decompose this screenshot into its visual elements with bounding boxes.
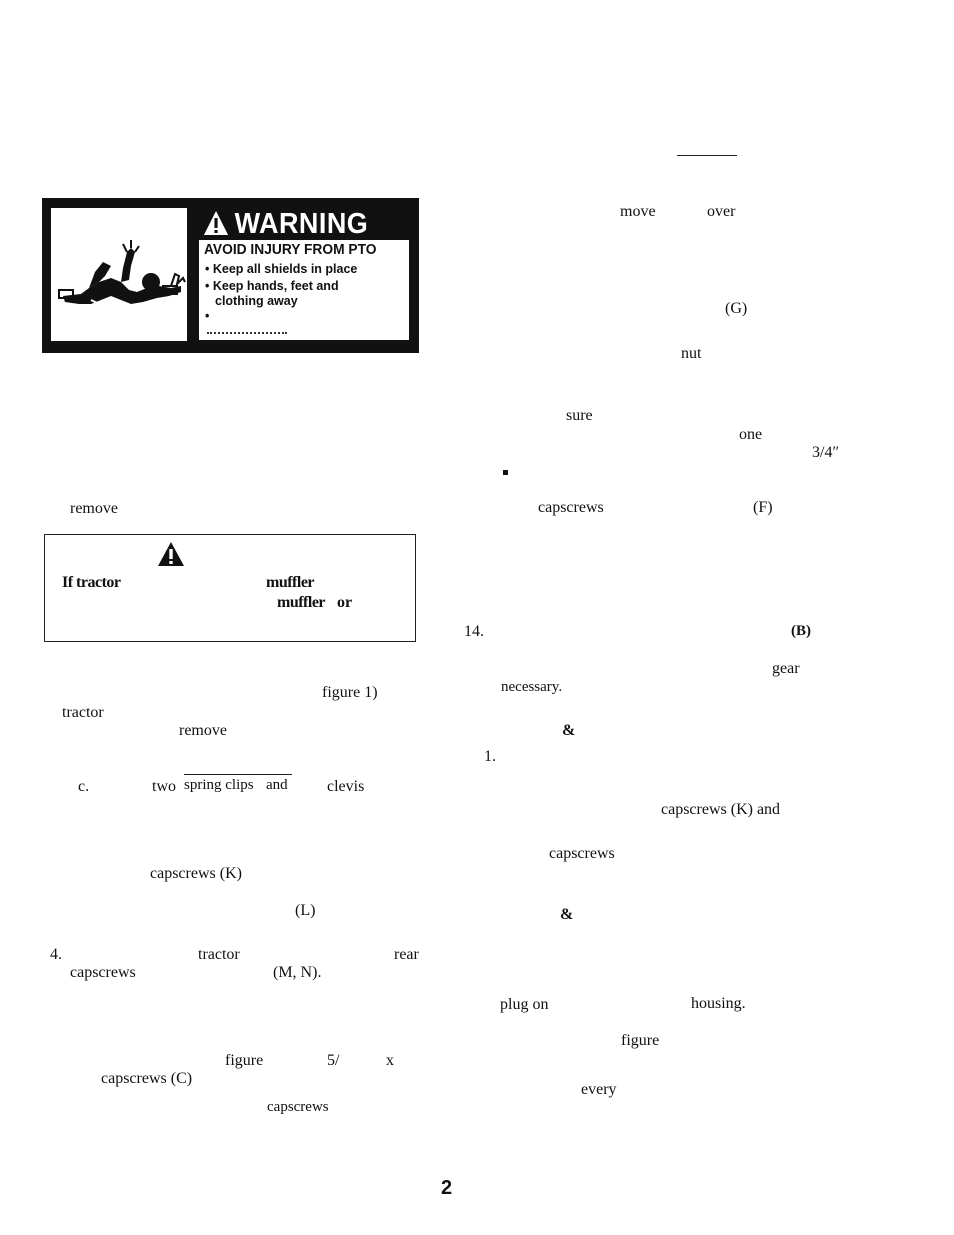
word-capscrews: capscrews xyxy=(538,499,604,516)
step-14: 14. xyxy=(464,623,484,640)
caution-text: If tractor xyxy=(62,574,121,591)
ref-f: (F) xyxy=(753,499,773,516)
word-rear: rear xyxy=(394,946,419,963)
word-necessary: necessary. xyxy=(501,679,563,695)
word-capscrews: capscrews xyxy=(549,845,615,862)
word-clevis: clevis xyxy=(327,778,365,795)
figure-ref: figure 1) xyxy=(322,684,378,701)
caution-box: If tractor muffler muffler or xyxy=(44,534,416,642)
step-1: 1. xyxy=(484,748,496,765)
warning-decal: WARNING AVOID INJURY FROM PTO • Keep all… xyxy=(42,198,419,353)
plug-on-text: plug on xyxy=(500,996,549,1013)
step-4: 4. xyxy=(50,946,62,963)
top-rule xyxy=(677,155,737,156)
word-move: move xyxy=(620,203,656,220)
overline xyxy=(184,774,292,775)
word-capscrews: capscrews xyxy=(267,1099,329,1115)
bullet-dot xyxy=(503,470,508,475)
ref-l: (L) xyxy=(295,902,316,919)
word-remove: remove xyxy=(179,722,227,739)
capscrews-c: capscrews (C) xyxy=(101,1070,193,1087)
warning-item: • Keep all shields in place xyxy=(205,262,358,276)
warning-subheader: AVOID INJURY FROM PTO xyxy=(204,242,377,258)
warning-message-box: AVOID INJURY FROM PTO • Keep all shields… xyxy=(199,240,409,340)
word-tractor: tractor xyxy=(62,704,104,721)
capscrews-k-and: capscrews (K) and xyxy=(661,801,781,818)
warning-triangle-icon xyxy=(203,209,229,245)
word-sure: sure xyxy=(566,407,593,424)
word-remove: remove xyxy=(70,500,118,517)
warning-heading: WARNING xyxy=(203,206,368,242)
word-capscrews: capscrews xyxy=(70,964,136,981)
word-two: two xyxy=(152,778,176,795)
ampersand: & xyxy=(560,906,574,923)
ref-b: (B) xyxy=(791,623,811,639)
page-number: 2 xyxy=(441,1177,453,1199)
word-every: every xyxy=(581,1081,617,1098)
word-tractor: tractor xyxy=(198,946,240,963)
measure-3-4: 3/4″ xyxy=(812,444,840,461)
caution-triangle-icon xyxy=(158,542,184,566)
word-x: x xyxy=(386,1052,394,1069)
capscrews-k: capscrews (K) xyxy=(150,865,242,882)
warning-item: clothing away xyxy=(215,294,298,308)
entanglement-icon xyxy=(58,240,186,310)
word-and: and xyxy=(266,777,288,793)
fraction-5: 5/ xyxy=(327,1052,340,1069)
word-figure: figure xyxy=(225,1052,264,1069)
word-housing: housing. xyxy=(691,995,746,1012)
warning-item: • Keep hands, feet and xyxy=(205,279,339,293)
entanglement-pictogram xyxy=(51,208,187,341)
caution-text: or xyxy=(337,594,353,611)
caution-text: muffler xyxy=(277,594,326,611)
caution-text: muffler xyxy=(266,574,315,591)
word-nut: nut xyxy=(681,345,702,362)
word-over: over xyxy=(707,203,736,220)
ampersand: & xyxy=(562,722,576,739)
spring-clips-text: spring clips xyxy=(184,777,254,793)
step-c: c. xyxy=(78,778,90,795)
word-figure: figure xyxy=(621,1032,660,1049)
warning-word: WARNING xyxy=(234,208,369,240)
faded-line xyxy=(207,332,287,336)
word-one: one xyxy=(739,426,763,443)
word-gear: gear xyxy=(772,660,800,677)
ref-g: (G) xyxy=(725,300,748,317)
ref-mn: (M, N). xyxy=(273,964,322,981)
warning-item: • xyxy=(205,309,210,323)
